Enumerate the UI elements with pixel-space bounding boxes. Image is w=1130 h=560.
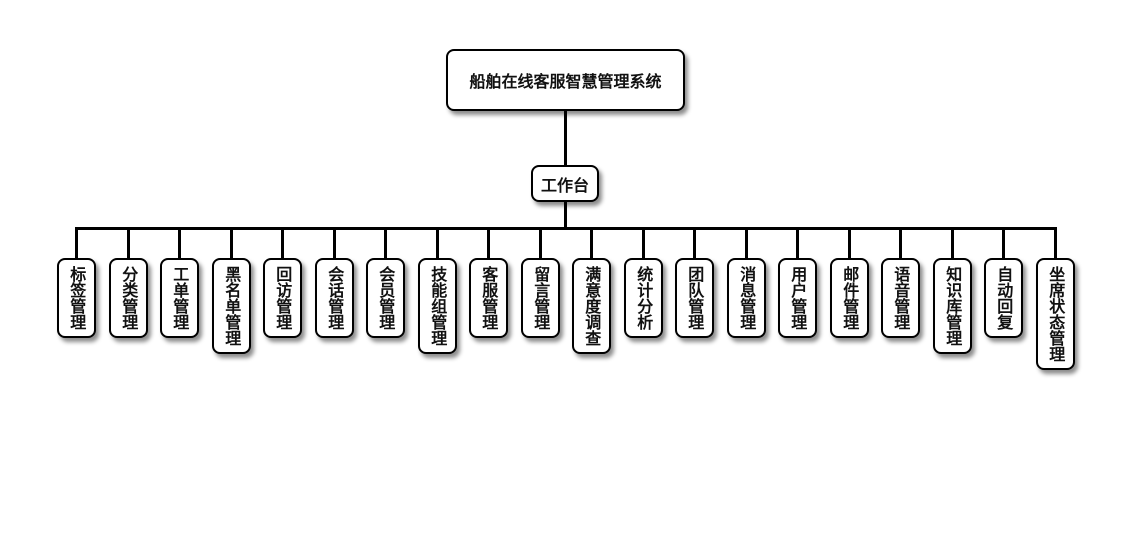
connector-leaf [1002,228,1005,258]
leaf-node-label: 工单管理 [170,266,190,330]
leaf-node-label: 知识库管理 [943,266,963,346]
workbench-node: 工作台 [531,165,599,202]
connector-leaf [796,228,799,258]
leaf-node: 语音管理 [881,258,920,338]
leaf-node: 黑名单管理 [212,258,251,354]
leaf-node-label: 自动回复 [994,266,1014,330]
leaf-node: 回访管理 [263,258,302,338]
leaf-node-label: 语音管理 [891,266,911,330]
leaf-node-label: 满意度调查 [582,266,602,346]
leaf-node-label: 用户管理 [788,266,808,330]
leaf-node: 工单管理 [160,258,199,338]
connector-leaf [1054,228,1057,258]
leaf-node-label: 邮件管理 [840,266,860,330]
leaf-node: 满意度调查 [572,258,611,354]
connector-leaf [951,228,954,258]
leaf-node: 技能组管理 [418,258,457,354]
connector-leaf [384,228,387,258]
connector-leaf [487,228,490,258]
leaf-node-label: 会话管理 [325,266,345,330]
leaf-node-label: 留言管理 [531,266,551,330]
connector-leaf [178,228,181,258]
leaf-node: 团队管理 [675,258,714,338]
root-node: 船舶在线客服智慧管理系统 [446,49,685,111]
leaf-node: 自动回复 [984,258,1023,338]
leaf-node-label: 统计分析 [634,266,654,330]
connector-leaf [848,228,851,258]
connector-leaf [899,228,902,258]
root-node-label: 船舶在线客服智慧管理系统 [469,72,662,91]
connector-leaf [539,228,542,258]
connector-leaf [642,228,645,258]
connector-leaf [745,228,748,258]
connector-leaf [281,228,284,258]
leaf-node: 分类管理 [109,258,148,338]
leaf-node-label: 消息管理 [737,266,757,330]
connector-root-middle [564,111,567,165]
leaf-node-label: 标签管理 [67,266,87,330]
connector-leaf [590,228,593,258]
leaf-node-label: 黑名单管理 [222,266,242,346]
leaf-node: 统计分析 [624,258,663,338]
connector-leaf [127,228,130,258]
connector-leaf [693,228,696,258]
connector-leaf [75,228,78,258]
connector-leaf [436,228,439,258]
leaf-node: 用户管理 [778,258,817,338]
leaf-node-label: 会员管理 [376,266,396,330]
leaf-node-label: 团队管理 [685,266,705,330]
leaf-node: 标签管理 [57,258,96,338]
leaf-node: 知识库管理 [933,258,972,354]
leaf-node: 客服管理 [469,258,508,338]
leaf-node-label: 客服管理 [479,266,499,330]
leaf-node: 会话管理 [315,258,354,338]
workbench-node-label: 工作台 [540,175,589,195]
leaf-node-label: 回访管理 [273,266,293,330]
connector-leaf [230,228,233,258]
leaf-node: 会员管理 [366,258,405,338]
connector-middle-bus [564,202,567,229]
leaf-node: 邮件管理 [830,258,869,338]
leaf-node-label: 坐席状态管理 [1046,266,1066,362]
leaf-node-label: 分类管理 [119,266,139,330]
leaf-node: 消息管理 [727,258,766,338]
connector-leaf [333,228,336,258]
leaf-node: 坐席状态管理 [1036,258,1075,370]
connector-bus [75,227,1057,230]
leaf-node: 留言管理 [521,258,560,338]
leaf-node-label: 技能组管理 [428,266,448,346]
